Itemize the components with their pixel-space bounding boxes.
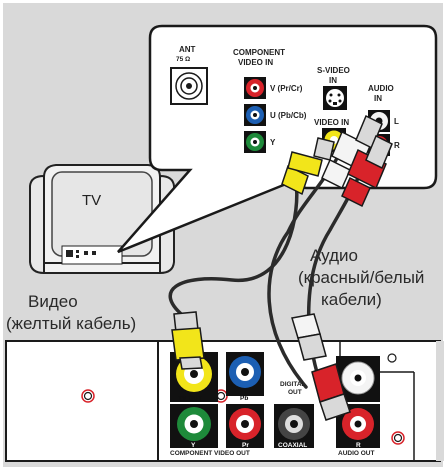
svideo-title-1: S-VIDEO (317, 66, 350, 75)
component-jack-red (244, 77, 266, 99)
audio-in-left-label: L (394, 117, 399, 126)
component-title-2: VIDEO IN (238, 58, 274, 67)
component-jack-blue (244, 104, 266, 126)
antenna-socket (170, 67, 208, 105)
coaxial-out-jack (274, 404, 314, 448)
pb-out-jack (226, 352, 264, 396)
component-video-out-label: COMPONENT VIDEO OUT (170, 450, 250, 457)
digital-out-label-2: OUT (288, 389, 302, 396)
audio-caption-line1: Аудио (310, 246, 358, 265)
component-label-pr: V (Pr/Cr) (270, 84, 303, 93)
tv-out-label: TV OUT (178, 395, 202, 402)
video-caption-line1: Видео (28, 292, 78, 311)
component-title-1: COMPONENT (233, 48, 285, 57)
video-plug-player-end (171, 311, 205, 370)
component-label-y: Y (270, 138, 276, 147)
audio-in-title-2: IN (374, 94, 382, 103)
svideo-socket (323, 86, 347, 110)
y-label: Y (191, 442, 196, 449)
coaxial-label: COAXIAL (278, 442, 308, 449)
audio-caption-line3: кабели) (321, 290, 382, 309)
tv-label: TV (82, 192, 102, 209)
tv-out-jack (170, 352, 218, 402)
audio-out-right-label: R (356, 442, 361, 449)
component-label-pb: U (Pb/Cb) (270, 111, 307, 120)
pb-label: Pb (240, 395, 249, 402)
audio-out-left-label: L (356, 397, 360, 404)
digital-out-label-1: DIGITAL (280, 381, 306, 388)
audio-in-right-label: R (394, 141, 400, 150)
video-in-label: VIDEO IN (314, 118, 350, 127)
audio-caption-line2: (красный/белый (298, 268, 425, 287)
ant-subtitle: 75 Ω (176, 56, 191, 63)
audio-out-label: AUDIO OUT (338, 450, 375, 457)
video-plug-tv-end (281, 137, 335, 196)
audio-in-title-1: AUDIO (368, 84, 394, 93)
pr-label: Pr (242, 442, 249, 449)
y-out-jack (170, 404, 218, 448)
audio-red-plug-player-end (311, 363, 351, 421)
ant-title: ANT (179, 45, 196, 54)
component-jack-green (244, 131, 266, 153)
pr-out-jack (226, 404, 264, 448)
audio-red-plug-tv-end (341, 134, 393, 208)
video-caption-line2: (желтый кабель) (6, 314, 137, 333)
svideo-title-2: IN (329, 76, 337, 85)
audio-white-plug-player-end (291, 313, 327, 361)
